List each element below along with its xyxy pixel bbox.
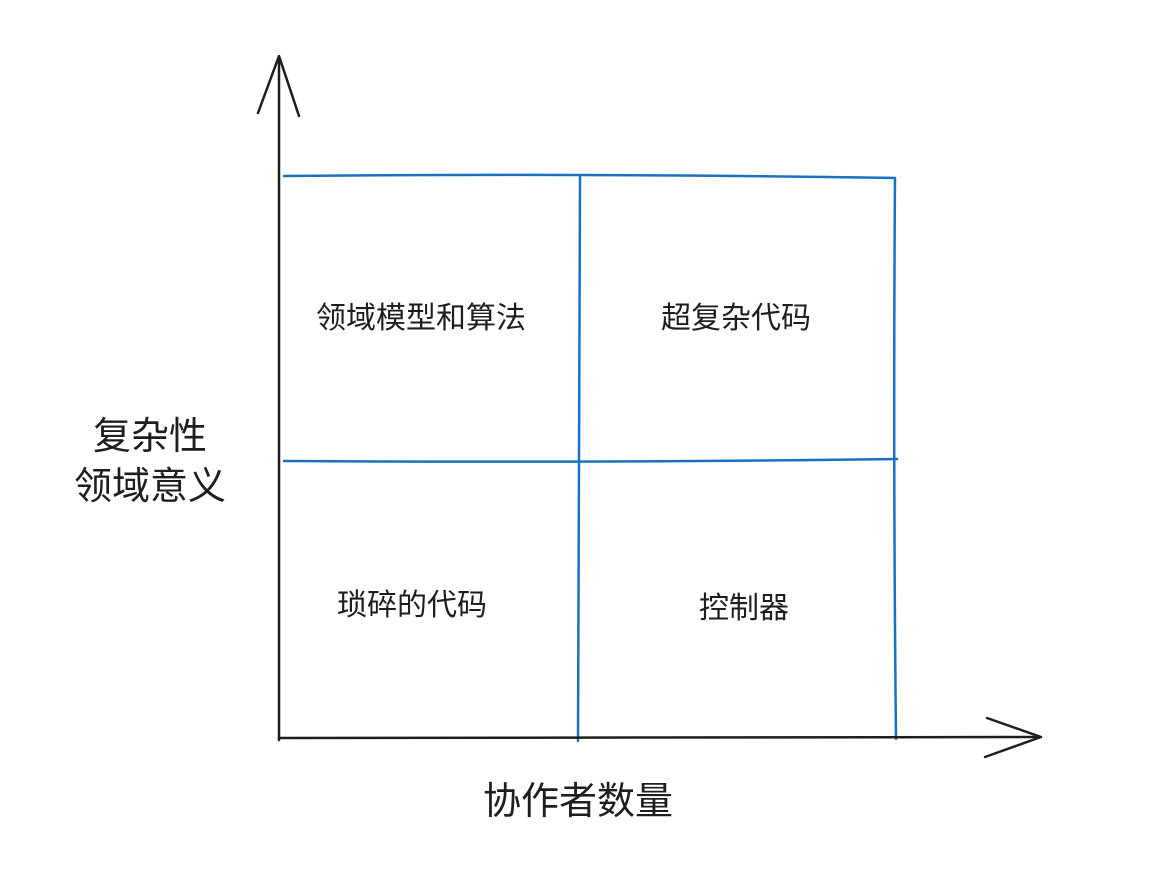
y-axis-label-line1: 复杂性 — [93, 414, 207, 458]
quadrant-label-bottom-left: 琐碎的代码 — [337, 588, 487, 623]
grid-middle-horizontal — [282, 457, 899, 463]
y-axis-arrowhead — [256, 54, 301, 118]
axes — [256, 54, 1043, 759]
x-axis-label: 协作者数量 — [483, 779, 673, 823]
x-axis-arrowhead — [983, 716, 1043, 759]
y-axis-line — [277, 56, 281, 742]
grid-top-edge — [282, 173, 897, 180]
grid-center-vertical — [576, 174, 582, 743]
grid-right-edge — [892, 176, 898, 741]
quadrant-grid — [282, 173, 899, 743]
y-axis-label-line2: 领域意义 — [74, 464, 226, 508]
quadrant-label-bottom-right: 控制器 — [699, 591, 789, 626]
x-axis-line — [277, 735, 1042, 740]
quadrant-label-top-right: 超复杂代码 — [661, 301, 811, 336]
quadrant-label-top-left: 领域模型和算法 — [316, 301, 526, 336]
